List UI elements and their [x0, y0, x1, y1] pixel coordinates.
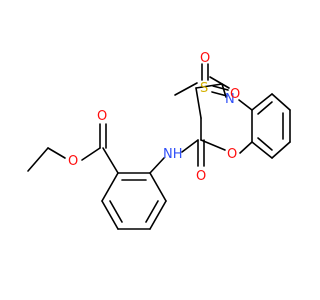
- molecule-structure-diagram: O O NH O O N S O O: [27, 51, 291, 230]
- bond-ethyl-ch2: [47, 147, 66, 159]
- bond-ring-c4-c5: [195, 83, 223, 89]
- bonds: [27, 63, 291, 230]
- bond-fused-inner-3: [257, 101, 273, 115]
- amide-carbonyl-oxygen-label: O: [196, 169, 206, 184]
- amide-nh-label: NH: [163, 147, 183, 162]
- bond-fused-2: [251, 141, 273, 159]
- atom-labels: O O NH O O N S O O: [68, 51, 240, 184]
- bond-fused-5: [271, 93, 291, 111]
- bond-s-o-right-b: [211, 91, 228, 97]
- bond-ester-aryl: [102, 147, 119, 174]
- bond-benzene-6: [101, 172, 119, 202]
- bond-ethyl-ch3: [27, 147, 49, 172]
- bond-aryl-nh: [149, 157, 165, 174]
- bond-ring-o-c9a: [239, 141, 253, 154]
- ester-carbonyl-oxygen-label: O: [97, 109, 107, 124]
- sulfonyl-oxygen-right-label: O: [230, 87, 240, 102]
- bond-benzene-3: [149, 200, 167, 230]
- ring-nitrogen-label: N: [225, 92, 235, 107]
- bond-ring-n-c5a: [238, 99, 253, 111]
- bond-s-o-right-a: [212, 85, 229, 91]
- bond-benzene-inner-3: [109, 200, 123, 223]
- sulfonyl-oxygen-top-label: O: [200, 51, 210, 66]
- bond-nh-carbonyl: [181, 139, 199, 153]
- bond-benzene-inner-2: [145, 200, 159, 223]
- bond-n-s: [209, 76, 230, 89]
- bond-fused-inner-1: [257, 137, 273, 151]
- ester-ether-oxygen-label: O: [68, 154, 78, 169]
- bond-fused-3: [271, 141, 291, 159]
- bond-benzene-2: [149, 172, 167, 202]
- bond-benzene-5: [101, 200, 119, 230]
- bond-ring-c2-o: [200, 139, 226, 151]
- bond-ring-c3-c4: [195, 87, 202, 119]
- bond-ester-o-c: [81, 147, 101, 161]
- sulfonyl-sulfur-label: S: [200, 81, 208, 96]
- bond-s-methyl: [174, 82, 198, 96]
- ring-oxygen-label: O: [227, 147, 237, 162]
- bond-fused-6: [251, 93, 273, 111]
